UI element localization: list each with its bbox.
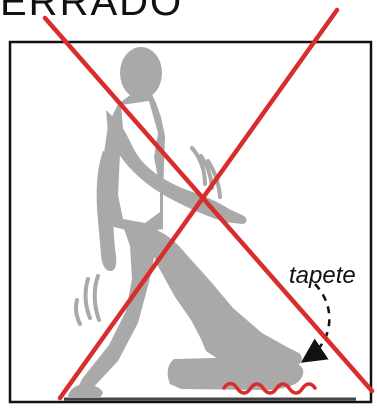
diagram-frame xyxy=(10,42,371,402)
rug-label: tapete xyxy=(289,262,356,290)
